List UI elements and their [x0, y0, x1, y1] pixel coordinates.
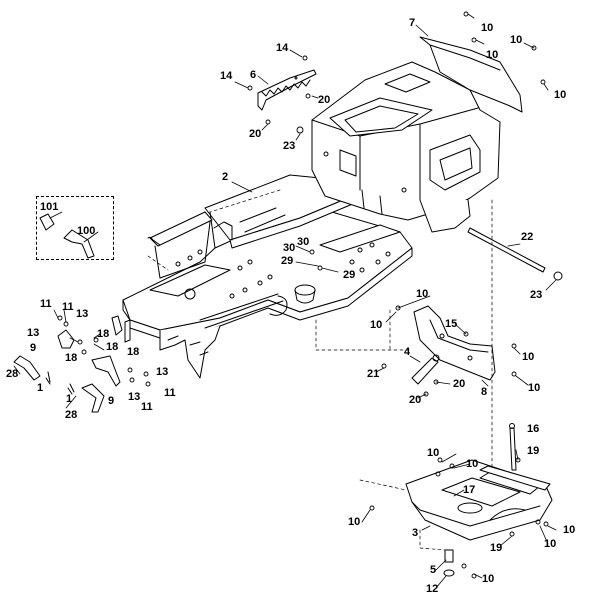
callout-13: 13	[156, 366, 169, 378]
toothed-strip	[257, 69, 317, 111]
callout-18: 18	[97, 328, 110, 340]
callout-2: 2	[222, 171, 229, 183]
callout-20: 20	[318, 94, 331, 106]
callout-9: 9	[108, 395, 115, 407]
callout-20: 20	[409, 394, 422, 406]
callout-30: 30	[283, 242, 296, 254]
lever-arm	[411, 357, 439, 385]
callout-1: 1	[66, 393, 73, 405]
alignment-lines	[147, 189, 493, 551]
callout-23: 23	[530, 289, 543, 301]
side-bracket	[413, 305, 496, 381]
leader-lines	[13, 13, 557, 589]
callout-10: 10	[466, 458, 479, 470]
callout-29: 29	[343, 269, 356, 281]
callout-9: 9	[30, 342, 37, 354]
bottom-plate	[405, 459, 553, 541]
callout-23: 23	[283, 140, 296, 152]
callout-10: 10	[348, 516, 361, 528]
callout-20: 20	[249, 128, 262, 140]
rear-housing	[311, 61, 501, 233]
callout-30: 30	[297, 236, 310, 248]
callout-10: 10	[416, 288, 429, 300]
callout-10: 10	[510, 34, 523, 46]
callout-5: 5	[430, 564, 437, 576]
callout-18: 18	[65, 352, 78, 364]
callout-11: 11	[40, 298, 52, 310]
callout-18: 18	[127, 346, 140, 358]
pedal-links	[13, 329, 121, 413]
callout-29: 29	[281, 255, 294, 267]
callout-7: 7	[409, 17, 416, 29]
callout-17: 17	[463, 484, 476, 496]
callout-10: 10	[427, 447, 440, 459]
callout-21: 21	[367, 368, 380, 380]
axle-rod	[467, 227, 563, 281]
rear-plate	[419, 36, 523, 113]
inset-box	[36, 196, 114, 260]
callout-28: 28	[6, 368, 19, 380]
callout-4: 4	[404, 346, 411, 358]
callout-20: 20	[453, 378, 466, 390]
callout-10: 10	[528, 382, 541, 394]
callout-12: 12	[426, 583, 439, 595]
callout-10: 10	[482, 573, 495, 585]
callout-3: 3	[412, 527, 419, 539]
callout-22: 22	[521, 231, 534, 243]
callout-11: 11	[164, 387, 176, 399]
callout-101: 101	[40, 201, 59, 213]
callout-10: 10	[563, 524, 576, 536]
callout-15: 15	[445, 318, 458, 330]
callout-10: 10	[370, 319, 383, 331]
callout-16: 16	[527, 423, 540, 435]
callout-11: 11	[62, 301, 74, 313]
callout-100: 100	[77, 225, 96, 237]
callout-10: 10	[544, 538, 557, 550]
callout-19: 19	[527, 445, 540, 457]
callout-14: 14	[220, 70, 233, 82]
bushing	[443, 549, 455, 577]
callout-13: 13	[128, 391, 141, 403]
chassis-frame	[111, 174, 413, 379]
callout-10: 10	[522, 351, 535, 363]
callout-10: 10	[554, 89, 567, 101]
callout-14: 14	[276, 42, 289, 54]
inset-parts	[39, 213, 95, 259]
callout-19: 19	[490, 542, 503, 554]
callout-1: 1	[37, 382, 44, 394]
callout-11: 11	[141, 401, 153, 413]
long-bolt	[509, 427, 517, 471]
callout-8: 8	[481, 386, 488, 398]
callout-18: 18	[106, 341, 119, 353]
callout-13: 13	[27, 327, 40, 339]
fasteners	[57, 11, 549, 579]
callout-28: 28	[65, 409, 78, 421]
callout-13: 13	[76, 308, 89, 320]
callout-10: 10	[486, 49, 499, 61]
callout-10: 10	[481, 22, 494, 34]
callout-6: 6	[250, 69, 257, 81]
